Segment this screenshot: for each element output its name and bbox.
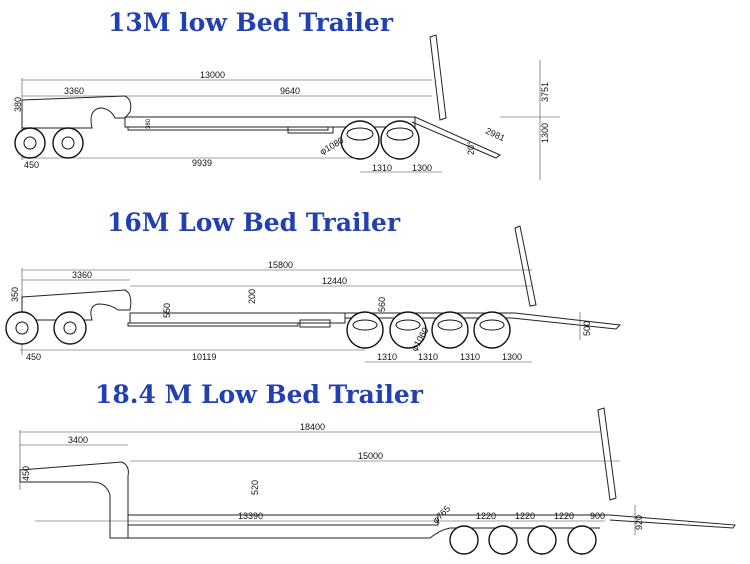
dim-axle3: 1310 (460, 352, 480, 362)
dim-ramp-height: 500 (582, 321, 592, 336)
dim-deck: 12440 (322, 276, 347, 286)
title-16m: 16M Low Bed Trailer (107, 208, 401, 237)
dim-overall: 15800 (268, 260, 293, 270)
dim-to-axle: 9939 (192, 158, 212, 168)
dim-neck-height: 450 (21, 466, 31, 481)
dim-step: 380 (146, 118, 152, 129)
dim-neck: 3360 (64, 86, 84, 96)
upright-ramp-18-4m (597, 407, 617, 501)
wheels-16m (5, 311, 511, 349)
wheels-13m (14, 120, 420, 160)
dim-king-pin: 450 (24, 160, 39, 170)
dim-axle1: 1310 (377, 352, 397, 362)
dim-height: 3751 (540, 82, 550, 102)
gooseneck-13m (21, 95, 132, 129)
dim-to-axle: 10119 (192, 352, 216, 362)
dim-neck: 3400 (68, 435, 88, 445)
dim-rear: 900 (590, 511, 605, 521)
wheels-18-4m (449, 525, 597, 555)
title-18-4m: 18.4 M Low Bed Trailer (95, 380, 423, 409)
ramp-13m (411, 116, 501, 159)
dim-axle2: 1220 (515, 511, 535, 521)
dim-wheel: φ1080 (318, 135, 345, 157)
dim-neck-height: 350 (10, 287, 20, 302)
dim-axle1: 1310 (372, 163, 392, 173)
dim-overall: 18400 (300, 422, 325, 432)
dim-axle2: 1300 (412, 163, 432, 173)
dim-deck: 15000 (358, 451, 383, 461)
dim-axle2: 1310 (418, 352, 438, 362)
dim-ramp-height: 1300 (540, 123, 550, 143)
dim-to-axle: 13390 (238, 511, 263, 521)
drawing-16m: 15800 3360 12440 350 550 200 560 450 101… (5, 225, 622, 363)
dim-height2: 560 (377, 297, 387, 312)
dim-beam: 200 (247, 289, 257, 304)
dim-neck-height: 380 (13, 97, 23, 112)
dim-deck-height: 550 (162, 303, 172, 318)
dim-axle1: 1220 (476, 511, 496, 521)
dim-axle3: 1220 (554, 511, 574, 521)
dim-axle4: 1300 (502, 352, 522, 362)
drawing-18-4m: 18400 3400 15000 450 520 13390 1220 1220… (19, 407, 736, 555)
dim-king-pin: 450 (26, 352, 41, 362)
dim-deck-height: 520 (250, 480, 260, 495)
gooseneck-16m (21, 289, 132, 321)
title-13m: 13M low Bed Trailer (108, 8, 394, 37)
dim-neck: 3360 (72, 270, 92, 280)
dim-ramp: 2981 (484, 126, 506, 144)
gooseneck-18-4m (19, 461, 129, 539)
deck-18-4m (127, 514, 439, 526)
dim-ramp-angle: 20° (466, 141, 476, 155)
upright-ramp-16m (514, 225, 537, 307)
dim-deck: 9640 (280, 86, 300, 96)
dim-overall: 13000 (200, 70, 225, 80)
dim-ramp-height: 920 (634, 515, 644, 530)
upright-ramp-13m (429, 34, 447, 121)
drawing-13m: 13000 3360 9640 380 380 450 9939 1310 13… (13, 34, 560, 180)
